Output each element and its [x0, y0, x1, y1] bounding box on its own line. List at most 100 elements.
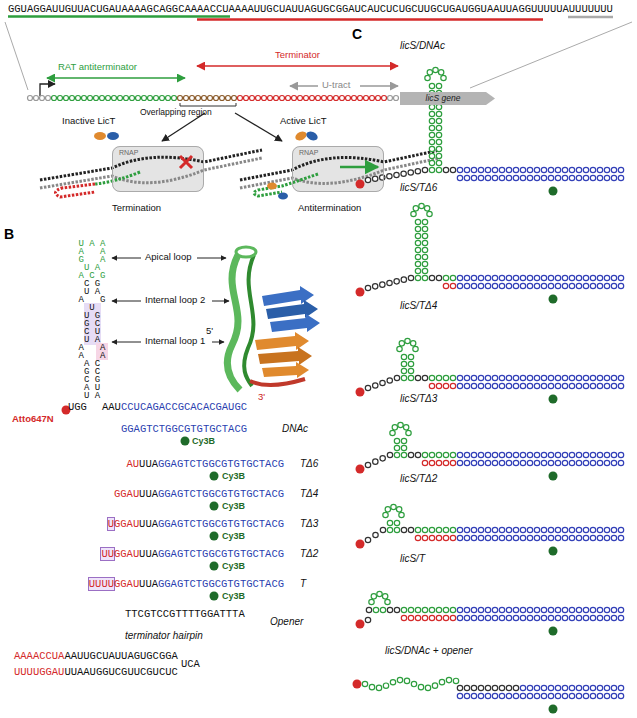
nucleotide — [436, 167, 441, 172]
nucleotide — [576, 375, 581, 380]
nucleotide — [286, 96, 291, 101]
nucleotide — [370, 96, 375, 101]
nucleotide — [583, 685, 588, 690]
sequence-text: GGAGTCTGGCGTGTGCTACG — [158, 578, 284, 590]
nucleotide — [548, 275, 553, 280]
nucleotide — [394, 438, 399, 443]
nucleotide — [576, 167, 581, 172]
nucleotide — [520, 167, 525, 172]
hairpin-row: G C — [76, 368, 108, 376]
nucleotide — [604, 167, 609, 172]
nucleotide — [394, 527, 399, 532]
nucleotide — [492, 167, 497, 172]
nucleotide — [597, 375, 602, 380]
nucleotide — [408, 452, 413, 457]
nucleotide — [534, 275, 539, 280]
nucleotide — [464, 535, 469, 540]
nucleotide — [548, 685, 553, 690]
nucleotide — [611, 460, 616, 465]
nucleotide — [555, 693, 560, 698]
hairpin-row: A U — [76, 384, 108, 392]
nucleotide — [604, 460, 609, 465]
nucleotide — [422, 375, 427, 380]
nucleotide — [562, 527, 567, 532]
nucleotide — [436, 460, 441, 465]
nucleotide — [100, 96, 105, 101]
sequence-text: UUAAUGGUCGUUCGUCUC — [64, 666, 177, 678]
nucleotide — [422, 240, 427, 245]
nucleotide — [415, 247, 420, 252]
illustration-part — [227, 255, 240, 390]
nucleotide — [443, 527, 448, 532]
nucleotide — [436, 153, 441, 158]
nucleotide — [250, 96, 255, 101]
nucleotide — [499, 167, 504, 172]
annotation-label: 3' — [258, 392, 265, 403]
hairpin-row: U — [76, 304, 108, 312]
nucleotide — [471, 460, 476, 465]
nucleotide — [618, 167, 623, 172]
illustration-part — [294, 130, 308, 142]
annotation-label: Termination — [112, 203, 161, 214]
annotation-label: Active LicT — [280, 116, 326, 127]
nucleotide — [527, 615, 532, 620]
nucleotide — [576, 607, 581, 612]
nucleotide — [513, 383, 518, 388]
nucleotide — [541, 167, 546, 172]
nucleotide — [583, 693, 588, 698]
nucleotide — [513, 375, 518, 380]
nucleotide — [555, 167, 560, 172]
nucleotide — [94, 96, 99, 101]
illustration-part — [236, 247, 256, 257]
hairpin-row: U G — [76, 312, 108, 320]
dye-dot — [549, 547, 558, 556]
nucleotide — [548, 535, 553, 540]
nucleotide — [478, 693, 483, 698]
nucleotide — [597, 283, 602, 288]
illustration-part — [95, 172, 140, 184]
nucleotide — [471, 535, 476, 540]
nucleotide — [441, 75, 446, 80]
nucleotide — [130, 96, 135, 101]
boxed-nucleotides: UUUU — [89, 578, 114, 590]
nucleotide — [562, 460, 567, 465]
nucleotide — [541, 460, 546, 465]
nucleotide — [569, 535, 574, 540]
nucleotide — [534, 167, 539, 172]
nucleotide — [429, 460, 434, 465]
nucleotide — [527, 535, 532, 540]
nucleotide — [506, 460, 511, 465]
nucleotide — [429, 527, 434, 532]
nucleotide — [274, 96, 279, 101]
nucleotide — [527, 607, 532, 612]
nucleotide — [506, 607, 511, 612]
nucleotide — [604, 535, 609, 540]
sequence-text: GGAGTCTGGCGTGTGCTACG — [158, 518, 284, 530]
nucleotide — [443, 460, 448, 465]
nucleotide — [268, 96, 273, 101]
polymerase-box: RNAP — [112, 146, 204, 192]
nucleotide — [569, 283, 574, 288]
nucleotide — [492, 460, 497, 465]
nucleotide — [499, 460, 504, 465]
dye-dot — [549, 295, 558, 304]
nucleotide — [569, 460, 574, 465]
nucleotide — [450, 535, 455, 540]
nucleotide — [432, 683, 437, 688]
nucleotide — [569, 685, 574, 690]
nucleotide — [292, 96, 297, 101]
nucleotide — [576, 452, 581, 457]
nucleotide — [520, 275, 525, 280]
nucleotide — [436, 527, 441, 532]
nucleotide — [365, 285, 370, 290]
nucleotide — [443, 275, 448, 280]
nucleotide — [408, 607, 413, 612]
nucleotide — [562, 275, 567, 280]
nucleotide — [569, 175, 574, 180]
nucleotide — [590, 383, 595, 388]
illustration-part — [107, 132, 119, 140]
construct-label: terminator hairpin — [125, 630, 203, 642]
nucleotide — [366, 607, 371, 612]
nucleotide — [548, 167, 553, 172]
nucleotide — [562, 607, 567, 612]
